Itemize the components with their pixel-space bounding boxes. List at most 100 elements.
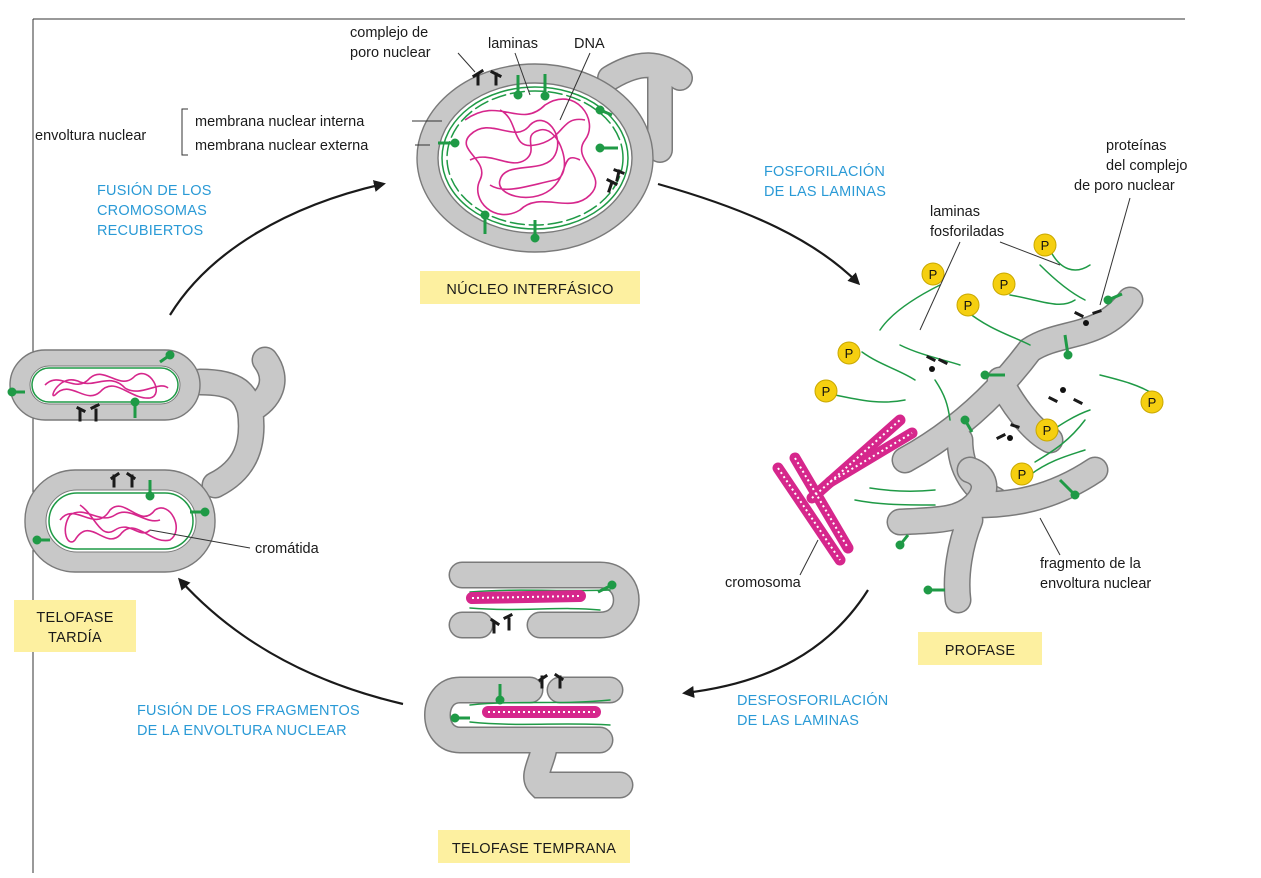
lamina-strands xyxy=(469,589,611,726)
nucleoplasm xyxy=(437,82,633,234)
label-laminas-fosforiladas: laminas fosforiladas xyxy=(919,204,1061,331)
phosphate-symbol: P xyxy=(1148,395,1157,410)
step-fusion-fragmentos-line2: DE LA ENVOLTURA NUCLEAR xyxy=(137,723,347,739)
phosphate-symbol: P xyxy=(964,298,973,313)
stage-box-telofase-tardia xyxy=(14,600,136,652)
stage-box-interfase xyxy=(420,271,640,304)
step-desfosforilacion-line2: DE LAS LAMINAS xyxy=(737,713,859,729)
label-proteinas-poro: proteínas del complejo de poro nuclear xyxy=(1074,138,1187,306)
nuclear-pore-complex-icon xyxy=(471,68,503,86)
label-dna: DNA xyxy=(574,36,605,52)
leader-line xyxy=(559,52,591,121)
late-telophase xyxy=(7,346,286,573)
step-fusion-cromosomas-line2: CROMOSOMAS xyxy=(97,203,207,219)
daughter-nucleoplasm xyxy=(45,489,197,553)
membrane-proteins xyxy=(895,292,1123,595)
envelope-fragment xyxy=(888,458,1107,612)
stage-label-telofase-tardia-line1: TELOFASE xyxy=(36,610,113,626)
label-cromosoma: cromosoma xyxy=(725,575,802,591)
step-fosforilacion: FOSFORILACIÓN DE LAS LAMINAS xyxy=(764,163,886,200)
phosphate-symbol: P xyxy=(929,267,938,282)
chromosome-texture xyxy=(471,595,595,713)
interphase-nucleus xyxy=(416,52,693,253)
free-pore-proteins xyxy=(925,309,1102,441)
step-fusion-cromosomas: FUSIÓN DE LOS CROMOSOMAS RECUBIERTOS xyxy=(97,182,212,239)
phosphate-icon: P xyxy=(814,379,838,403)
stage-label-telofase-temprana: TELOFASE TEMPRANA xyxy=(452,841,616,857)
leader-line xyxy=(1039,517,1061,556)
lamina-ring xyxy=(48,492,194,550)
label-fragmento-line2: envoltura nuclear xyxy=(1040,576,1151,592)
phosphate-symbol: P xyxy=(1043,423,1052,438)
daughter-nucleoplasm xyxy=(29,365,181,405)
leader-line xyxy=(999,241,1061,266)
phosphate-icon: P xyxy=(956,293,980,317)
label-cromatida: cromátida xyxy=(255,541,320,557)
stage-box-telofase-temprana xyxy=(438,830,630,863)
label-proteinas-line3: de poro nuclear xyxy=(1074,178,1175,194)
label-lam-fos-line2: fosforiladas xyxy=(930,224,1004,240)
membrane-proteins xyxy=(450,580,617,723)
step-desfosforilacion: DESFOSFORILACIÓN DE LAS LAMINAS xyxy=(737,692,888,729)
bracket-icon xyxy=(181,108,188,156)
phosphate-icon: P xyxy=(837,341,861,365)
membrane-proteins xyxy=(7,350,210,545)
step-fusion-fragmentos-line1: FUSIÓN DE LOS FRAGMENTOS xyxy=(137,702,360,719)
nuclear-pore-complex-icon xyxy=(605,168,625,193)
chromosome-texture xyxy=(777,419,913,561)
phosphate-symbol: P xyxy=(1018,467,1027,482)
phosphate-symbol: P xyxy=(1000,277,1009,292)
er-connection xyxy=(188,348,285,497)
phosphate-icon: P xyxy=(921,262,945,286)
arrow-to-early-telophase xyxy=(682,589,869,698)
stage-label-telofase-tardia-line2: TARDÍA xyxy=(48,629,102,646)
phosphate-icon: P xyxy=(1033,233,1057,257)
interphase-chromatin xyxy=(464,98,597,216)
stage-label-interfase: NÚCLEO INTERFÁSICO xyxy=(446,281,613,298)
stage-box-profase xyxy=(918,632,1042,665)
arrow-to-prophase xyxy=(657,182,861,286)
label-complejo-poro: complejo de poro nuclear xyxy=(350,25,476,73)
step-fosforilacion-line2: DE LAS LAMINAS xyxy=(764,184,886,200)
phosphate-symbol: P xyxy=(1041,238,1050,253)
step-desfosforilacion-line1: DESFOSFORILACIÓN xyxy=(737,692,888,709)
leader-line xyxy=(457,52,476,73)
label-envoltura-nuclear: envoltura nuclear xyxy=(35,128,146,144)
early-telophase xyxy=(424,561,640,799)
label-membrana-externa: membrana nuclear externa xyxy=(195,138,369,154)
membrane-proteins xyxy=(438,74,618,243)
label-membrana-interna: membrana nuclear interna xyxy=(195,114,365,130)
leader-line xyxy=(799,539,819,576)
leader-line xyxy=(1099,197,1131,306)
phosphate-icons: P P P P P P P P P xyxy=(814,233,1164,486)
free-pore-proteins xyxy=(929,320,1089,441)
phosphate-icon: P xyxy=(1035,418,1059,442)
leader-line xyxy=(514,52,531,96)
label-complejo-poro-line2: poro nuclear xyxy=(350,45,431,61)
prophase: P P P P P P P P P xyxy=(772,233,1164,614)
phosphate-icon: P xyxy=(1140,390,1164,414)
label-laminas: laminas xyxy=(488,36,538,52)
nuclear-pore-complex-icon xyxy=(75,402,137,488)
step-fusion-cromosomas-line3: RECUBIERTOS xyxy=(97,223,203,239)
late-chromatin xyxy=(44,372,169,399)
label-complejo-poro-line1: complejo de xyxy=(350,25,428,41)
phosphate-icon: P xyxy=(1010,462,1034,486)
arrow-to-late-telophase xyxy=(177,577,404,706)
step-fusion-cromosomas-line1: FUSIÓN DE LOS xyxy=(97,182,212,199)
label-proteinas-line1: proteínas xyxy=(1106,138,1166,154)
lamina-ring xyxy=(31,367,179,403)
phosphate-symbol: P xyxy=(822,384,831,399)
leader-line xyxy=(149,529,251,549)
leader-line xyxy=(919,241,961,331)
er-extension xyxy=(598,53,692,162)
arrow-to-interphase xyxy=(169,180,386,316)
envelope xyxy=(450,563,639,637)
nuclear-pore-complex-icon xyxy=(489,612,565,689)
phosphate-icon: P xyxy=(992,272,1016,296)
step-fosforilacion-line1: FOSFORILACIÓN xyxy=(764,163,885,180)
stage-label-profase: PROFASE xyxy=(945,643,1016,659)
phosphate-symbol: P xyxy=(845,346,854,361)
